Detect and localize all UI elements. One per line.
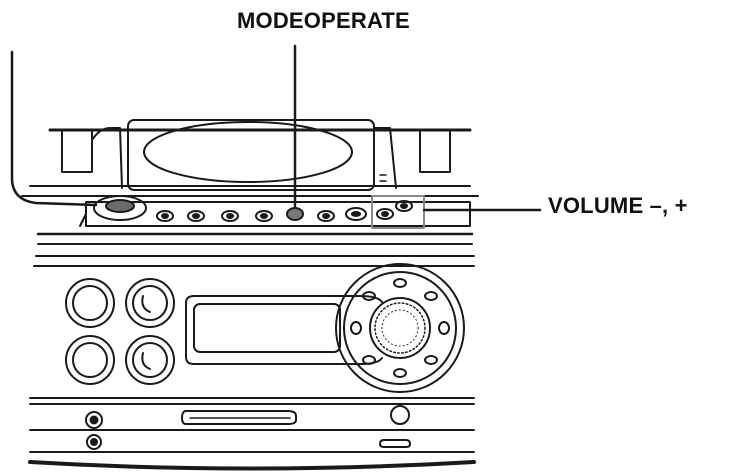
bottom-indicator [379,439,411,448]
volume-plus-button[interactable] [395,200,413,212]
top-button[interactable] [255,210,273,222]
top-button[interactable] [156,210,174,222]
top-button[interactable] [187,210,205,222]
power-leader-line [10,50,98,207]
dial-button[interactable] [393,278,407,288]
top-button[interactable] [345,207,367,221]
mode-operate-label: MODEOPERATE [237,8,410,33]
round-button[interactable] [65,335,115,385]
round-button-cluster [65,278,175,385]
cassette-slot [181,410,297,425]
volume-buttons [371,195,425,229]
bottom-knob[interactable] [390,405,410,425]
leader-lines [10,44,542,212]
round-button[interactable] [125,278,175,328]
dial-button[interactable] [438,321,450,335]
dial-button[interactable] [362,291,376,301]
volume-label: VOLUME –, + [548,193,688,218]
cd-lid [48,119,472,191]
dial-button[interactable] [393,368,407,378]
top-button-row [156,207,367,222]
dial-button[interactable] [424,355,438,365]
jog-dial[interactable] [335,263,465,393]
mode-operate-button[interactable] [286,207,304,221]
headphone-jack[interactable] [85,411,103,429]
top-button[interactable] [221,210,239,222]
top-button[interactable] [317,210,335,222]
round-button[interactable] [65,278,115,328]
volume-minus-button[interactable] [376,208,394,220]
front-panel-bands [28,232,476,471]
dial-button[interactable] [362,355,376,365]
mic-jack[interactable] [86,434,102,450]
dial-button[interactable] [350,321,362,335]
display-window [185,295,383,365]
round-button[interactable] [125,335,175,385]
power-knob[interactable] [93,195,147,221]
dial-button[interactable] [424,291,438,301]
jog-dial-buttons [350,278,450,378]
